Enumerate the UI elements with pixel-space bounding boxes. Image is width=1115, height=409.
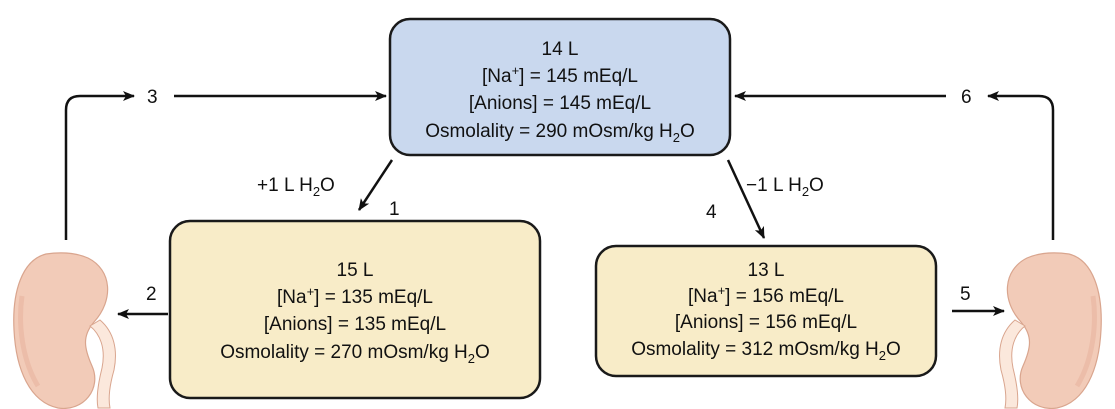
flow-arrows — [64, 91, 1055, 319]
arrow-4 — [726, 159, 766, 239]
right-compartment-box — [594, 244, 938, 378]
kidney-right-shadow — [1074, 295, 1097, 388]
kidney-right-ureter — [999, 319, 1026, 409]
arrow-6-part-a — [987, 91, 1055, 240]
water-loss-label: −1 L H2O — [746, 175, 824, 199]
right-volume: 13 L — [748, 260, 785, 281]
left-box-text: 15 L [Na+] = 135 mEq/L [Anions] = 135 mE… — [220, 260, 490, 366]
left-compartment-box — [168, 219, 542, 400]
left-osmolality: Osmolality = 270 mOsm/kg H2O — [220, 342, 490, 366]
kidney-icon — [999, 252, 1102, 409]
step-1: 1 — [389, 199, 400, 220]
left-volume: 15 L — [337, 260, 374, 281]
right-osmolality: Osmolality = 312 mOsm/kg H2O — [631, 339, 901, 363]
step-2: 2 — [146, 284, 157, 305]
kidney-left-body — [13, 252, 109, 409]
top-osmolality: Osmolality = 290 mOsm/kg H2O — [425, 121, 695, 145]
right-box-text: 13 L [Na+] = 156 mEq/L [Anions] = 156 mE… — [631, 260, 901, 363]
top-sodium: [Na+] = 145 mEq/L — [482, 63, 638, 87]
arrow-3-part-a — [64, 91, 135, 240]
right-anions: [Anions] = 156 mEq/L — [675, 312, 857, 333]
top-compartment-box — [388, 17, 732, 157]
step-3: 3 — [147, 87, 158, 108]
step-labels: 1 2 3 4 5 6 — [146, 87, 972, 305]
right-sodium: [Na+] = 156 mEq/L — [688, 283, 844, 307]
kidney-icon — [13, 252, 116, 409]
left-sodium: [Na+] = 135 mEq/L — [277, 284, 433, 308]
step-4: 4 — [706, 202, 717, 223]
left-anions: [Anions] = 135 mEq/L — [264, 314, 446, 335]
top-box-text: 14 L [Na+] = 145 mEq/L [Anions] = 145 mE… — [425, 39, 695, 145]
water-change-labels: +1 L H2O −1 L H2O — [257, 175, 824, 199]
top-anions: [Anions] = 145 mEq/L — [469, 93, 651, 114]
step-6: 6 — [961, 87, 972, 108]
water-gain-label: +1 L H2O — [257, 175, 335, 199]
kidney-right-body — [1006, 252, 1102, 409]
kidney-left-shadow — [18, 295, 41, 388]
arrow-1 — [357, 159, 394, 211]
step-5: 5 — [960, 284, 971, 305]
kidney-left-ureter — [89, 319, 116, 409]
top-volume: 14 L — [542, 39, 579, 60]
